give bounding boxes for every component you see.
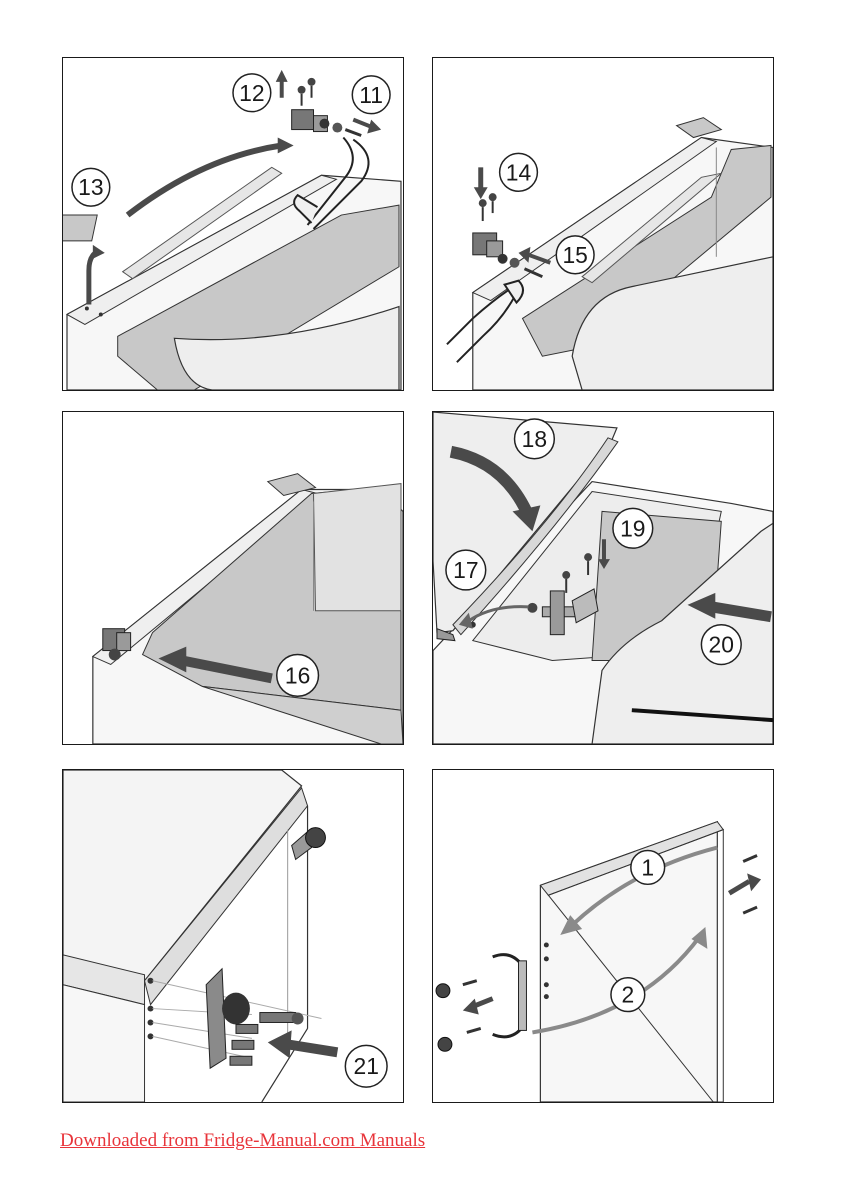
panel-step-11-13: 12 11 13: [62, 57, 404, 391]
step-number-12: 12: [239, 80, 264, 106]
illustration-fit-hinge-pin: 14 15: [433, 58, 773, 390]
step-number-15: 15: [562, 242, 587, 268]
step-number-16: 16: [285, 662, 310, 688]
step-number-2: 2: [621, 982, 634, 1008]
illustration-fit-lower-hinge: 21: [63, 770, 403, 1102]
panel-step-16: 16: [62, 411, 404, 745]
step-number-14: 14: [506, 159, 532, 185]
panel-step-21: 21: [62, 769, 404, 1103]
step-number-18: 18: [522, 426, 547, 452]
panel-step-14-15: 14 15: [432, 57, 774, 391]
panel-step-1-2: 1 2: [432, 769, 774, 1103]
step-number-1: 1: [641, 854, 654, 880]
step-number-11: 11: [359, 82, 383, 108]
illustration-remove-hinge-pin: 12 11 13: [63, 58, 403, 390]
illustration-swap-handle: 1 2: [433, 770, 773, 1102]
step-number-13: 13: [78, 174, 103, 200]
step-number-19: 19: [620, 515, 645, 541]
step-number-20: 20: [709, 632, 734, 658]
download-source-link[interactable]: Downloaded from Fridge-Manual.com Manual…: [60, 1130, 425, 1152]
step-number-21: 21: [353, 1053, 378, 1079]
step-number-17: 17: [453, 557, 478, 583]
panel-step-17-20: 18 19 17 20: [432, 411, 774, 745]
illustration-fit-hinge-left: 16: [63, 412, 403, 744]
illustration-door-mounting: 18 19 17 20: [433, 412, 773, 744]
